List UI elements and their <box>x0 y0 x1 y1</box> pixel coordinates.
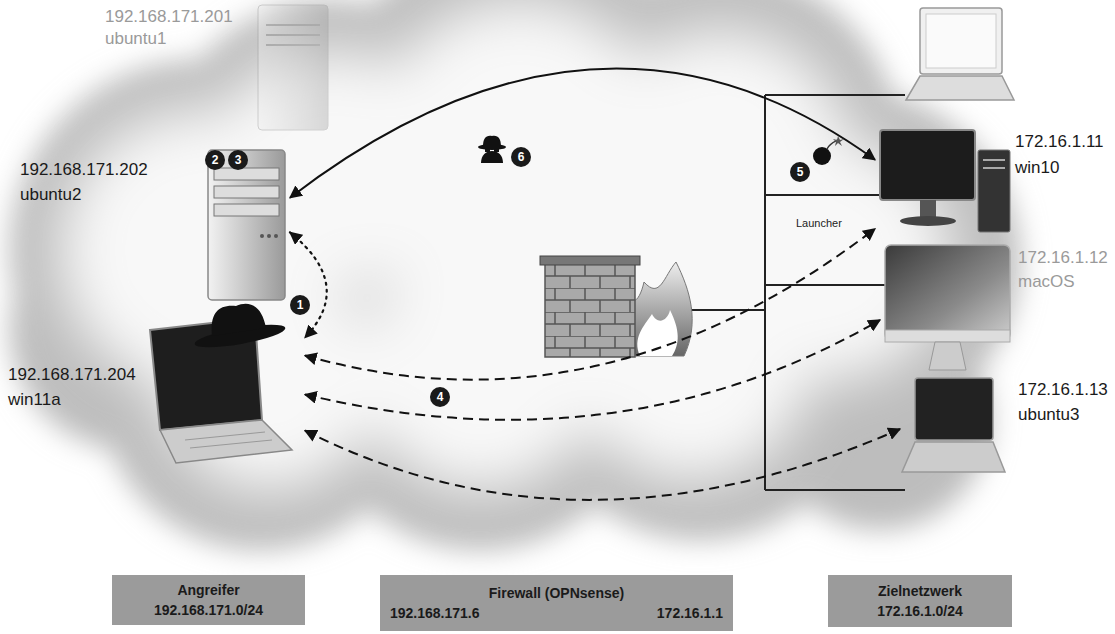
network-band: Firewall (OPNsense) 192.168.171.6 172.16.1… <box>380 575 733 631</box>
callout-number: 1 <box>290 295 310 315</box>
desktop-node: 172.16.1.11 win10 <box>875 128 1110 234</box>
callout-number: 6 <box>511 147 531 167</box>
connector <box>305 229 875 380</box>
band-text: Angreifer <box>177 580 239 600</box>
band-text: 172.16.1.1 <box>657 603 723 623</box>
band-text: 192.168.171.0/24 <box>154 600 263 620</box>
network-band: Angreifer192.168.171.0/24 <box>112 575 305 625</box>
band-row: Zielnetzwerk <box>838 581 1002 601</box>
imac-node: 172.16.1.12 macOS <box>880 242 1111 372</box>
server-node: 192.168.171.202 ubuntu2 <box>15 140 290 305</box>
band-row: 192.168.171.0/24 <box>122 600 295 620</box>
hacker-hat <box>193 304 286 352</box>
host-name: win11a <box>8 389 61 410</box>
host-name: ubuntu1 <box>105 28 166 49</box>
band-row: Angreifer <box>122 580 295 600</box>
band-text: 192.168.171.6 <box>390 603 480 623</box>
cloud <box>10 0 1020 550</box>
callout-number: 5 <box>790 162 810 182</box>
connector <box>305 320 880 420</box>
ip-address: 172.16.1.13 <box>1018 379 1108 400</box>
band-text: 172.16.1.0/24 <box>877 601 963 621</box>
bomb-icon <box>813 136 844 165</box>
server-icon-faded <box>258 5 328 130</box>
band-row: Firewall (OPNsense) <box>390 583 723 603</box>
callout-number: 2 <box>205 150 225 170</box>
callout-number: 4 <box>430 387 450 407</box>
firewall-icon <box>540 256 692 357</box>
ip-address: 172.16.1.12 <box>1018 247 1108 268</box>
laptop-node: 172.16.1.13 ubuntu3 <box>900 375 1111 483</box>
host-name: ubuntu2 <box>20 184 81 205</box>
ip-address: 172.16.1.11 <box>1015 131 1104 152</box>
spy-icon <box>478 136 506 163</box>
server-icon <box>208 150 285 300</box>
note-label: Launcher <box>796 216 842 230</box>
band-row: 192.168.171.6 172.16.1.1 <box>390 603 723 623</box>
callout-number: 3 <box>228 150 248 170</box>
host-name: win10 <box>1015 157 1059 178</box>
laptop-icon-small <box>902 378 1005 472</box>
network-wires <box>690 95 905 490</box>
laptop-icon-top <box>906 8 1014 100</box>
band-text: Firewall (OPNsense) <box>489 583 624 603</box>
laptop-icon <box>150 318 292 463</box>
host-name: ubuntu3 <box>1018 404 1079 425</box>
band-text: Zielnetzwerk <box>878 581 962 601</box>
server-node: 192.168.171.201ubuntu1 <box>100 2 335 137</box>
laptop-node: 192.168.171.204 win11a <box>5 315 305 465</box>
network-band: Zielnetzwerk172.16.1.0/24 <box>828 575 1012 627</box>
connector <box>290 232 327 337</box>
desktop-icon <box>880 130 1010 232</box>
ip-address: 192.168.171.204 <box>8 364 136 385</box>
imac-icon <box>885 245 1010 370</box>
host-name: macOS <box>1018 271 1075 292</box>
ip-address: 192.168.171.202 <box>20 159 148 180</box>
band-row: 172.16.1.0/24 <box>838 601 1002 621</box>
connector <box>290 69 875 198</box>
connector <box>305 429 900 500</box>
ip-address: 192.168.171.201 <box>105 6 233 27</box>
